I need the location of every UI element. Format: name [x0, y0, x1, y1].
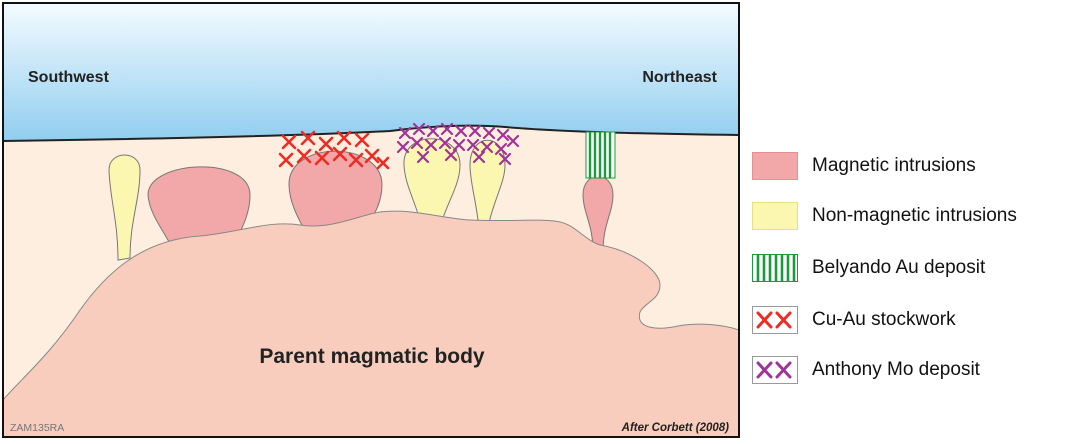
southwest-label: Southwest [28, 69, 110, 86]
northeast-label: Northeast [642, 69, 717, 86]
legend-label: Cu-Au stockwork [812, 309, 956, 331]
cu-au-stockwork-swatch [752, 306, 798, 334]
figure-code-label: ZAM135RA [10, 422, 64, 434]
legend-item-belyando-au-deposit: Belyando Au deposit [752, 254, 985, 282]
magnetic-intrusion-swatch [752, 152, 798, 180]
legend-item-non-magnetic-intrusions: Non-magnetic intrusions [752, 202, 1017, 230]
sky [3, 3, 739, 143]
parent-magmatic-body-label: Parent magmatic body [259, 345, 485, 368]
legend-label: Anthony Mo deposit [812, 359, 980, 381]
legend-label: Belyando Au deposit [812, 257, 985, 279]
belyando-deposit-swatch [752, 254, 798, 282]
legend-item-anthony-mo-deposit: Anthony Mo deposit [752, 356, 980, 384]
credit-label: After Corbett (2008) [621, 422, 730, 434]
legend-item-magnetic-intrusions: Magnetic intrusions [752, 152, 976, 180]
anthony-mo-deposit-swatch [752, 356, 798, 384]
non-magnetic-intrusion-swatch [752, 202, 798, 230]
legend-label: Non-magnetic intrusions [812, 205, 1017, 227]
legend-item-cu-au-stockwork: Cu-Au stockwork [752, 306, 956, 334]
legend-label: Magnetic intrusions [812, 155, 976, 177]
belyando-au-deposit [586, 132, 615, 178]
